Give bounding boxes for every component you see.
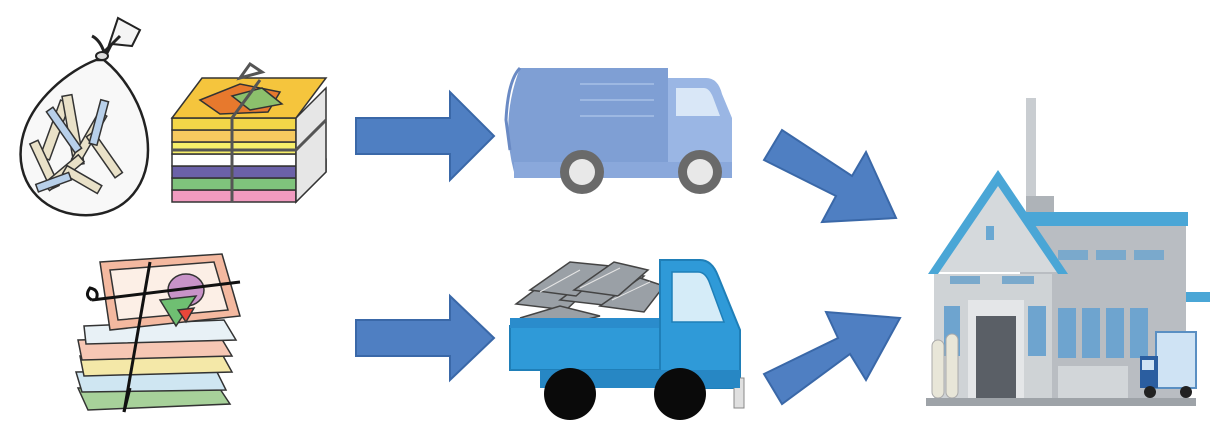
garbage-truck-icon: [506, 68, 732, 194]
tied-paper-stack-icon: [172, 64, 326, 202]
shredded-paper-bag-icon: [21, 18, 148, 215]
recycling-factory-icon: [926, 98, 1210, 406]
arrow-garbage-truck-to-factory: [764, 130, 896, 222]
tied-magazine-stack-icon: [76, 254, 240, 412]
arrow-pickup-truck-to-factory: [764, 312, 900, 404]
arrow-magazines-to-pickup-truck: [356, 296, 494, 380]
arrow-stack-to-garbage-truck: [356, 92, 494, 180]
paper-loaded-truck-icon: [510, 260, 744, 420]
